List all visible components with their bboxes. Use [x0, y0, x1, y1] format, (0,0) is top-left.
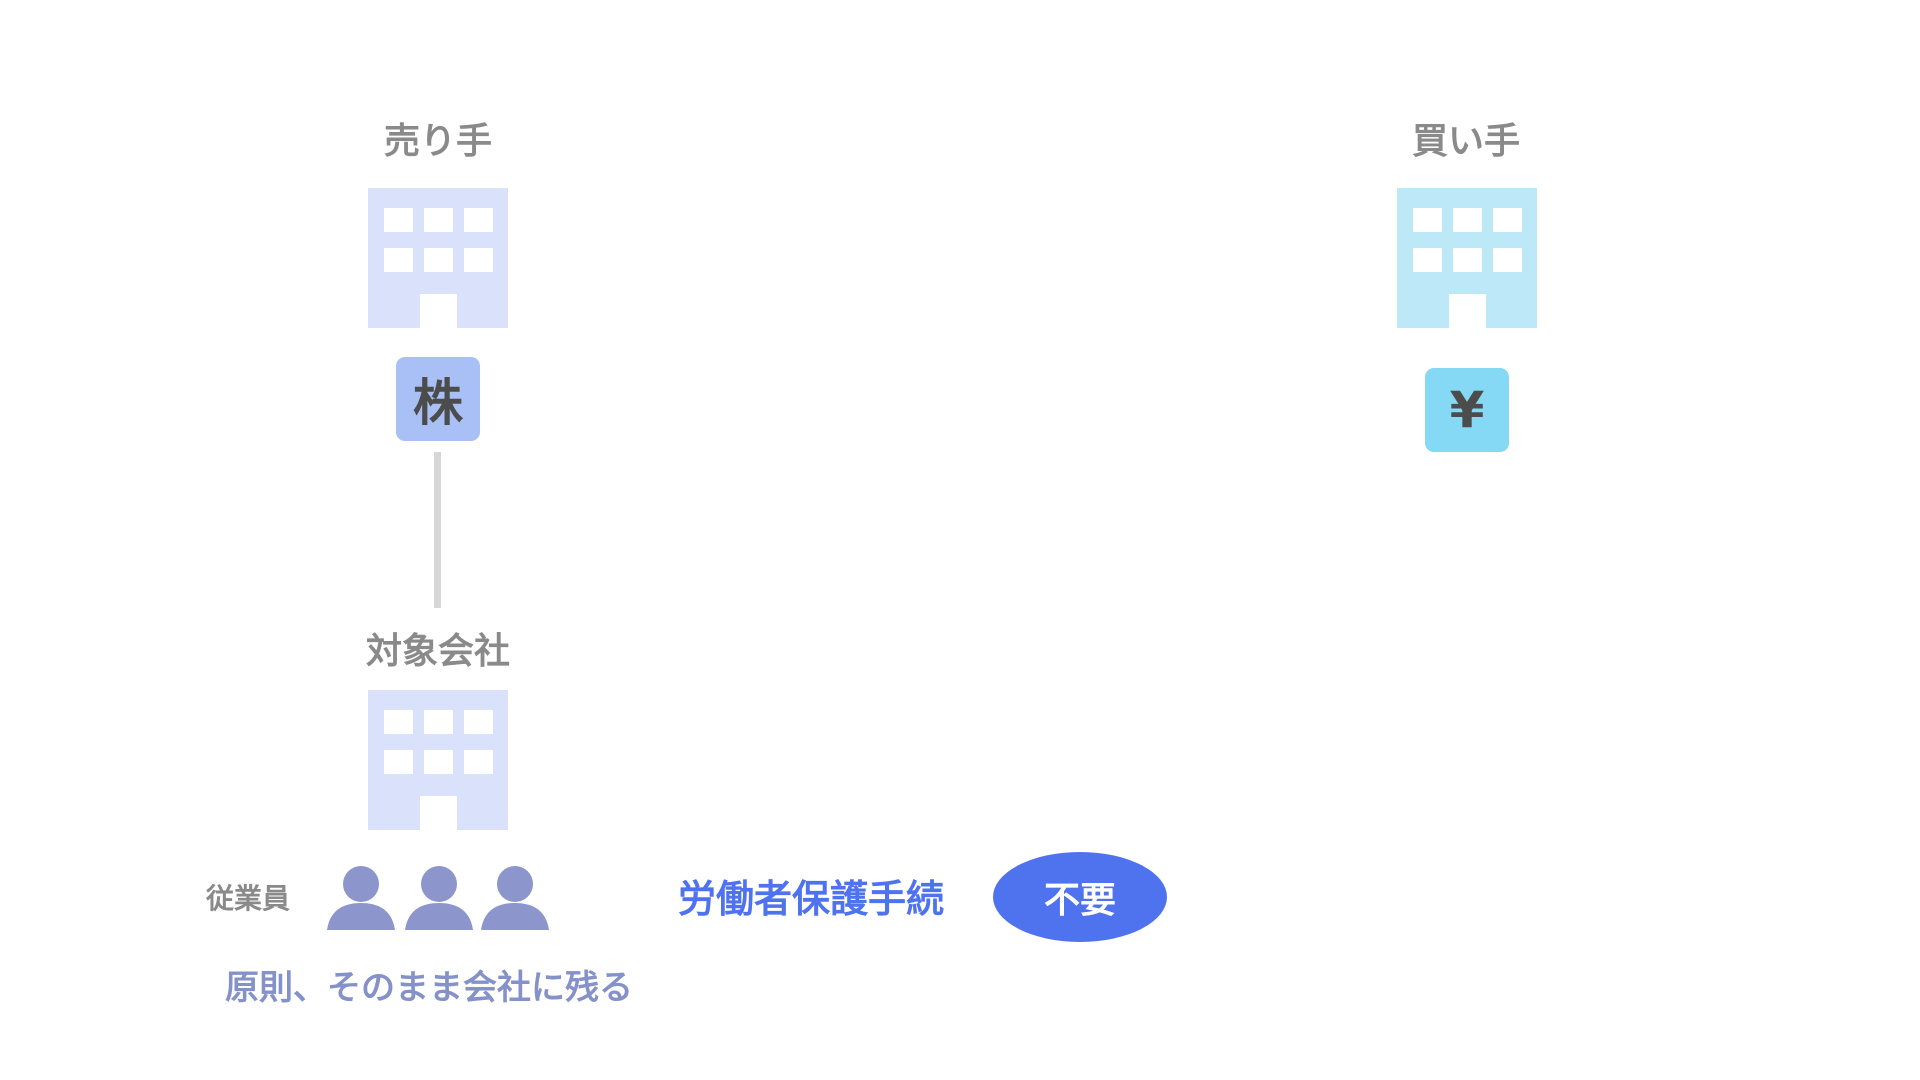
- share-badge: 株: [396, 357, 480, 441]
- seller-label: 売り手: [383, 121, 492, 162]
- target-building-icon: [368, 690, 508, 830]
- buyer-building-icon: [1397, 188, 1537, 328]
- buyer-label: 買い手: [1411, 121, 1520, 162]
- person-icon: [327, 866, 395, 930]
- employees-label: 従業員: [206, 882, 291, 915]
- employees-note: 原則、そのまま会社に残る: [225, 968, 633, 1008]
- person-icon: [481, 866, 549, 930]
- person-icon: [405, 866, 473, 930]
- seller-building-icon: [368, 188, 508, 328]
- seller-target-connector: [434, 452, 441, 608]
- yen-badge: ¥: [1425, 368, 1509, 452]
- target-company-label: 対象会社: [365, 631, 510, 672]
- worker-protection-procedure-label: 労働者保護手続: [678, 877, 945, 921]
- procedure-status-badge: 不要: [993, 852, 1167, 942]
